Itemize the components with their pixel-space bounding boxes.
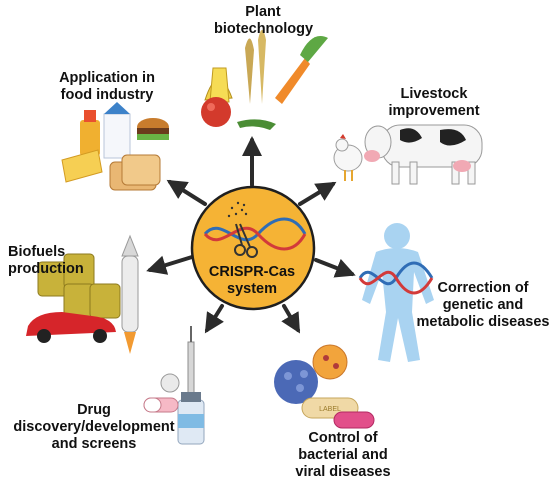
drug-discovery-icon — [143, 326, 205, 445]
label-crispr-cas-system: CRISPR-Cas system — [208, 264, 296, 297]
arrow-to-genetic — [314, 258, 356, 278]
food-industry-icon — [61, 102, 169, 191]
label-plant-biotechnology: Plant biotechnology — [214, 4, 314, 37]
label-biofuels-production: Biofuels production — [8, 244, 84, 277]
scissors-icon — [234, 223, 258, 258]
arrows — [146, 136, 356, 334]
label-genetic-metabolic-diseases: Correction of genetic and metabolic dise… — [416, 280, 550, 330]
arrow-to-drug — [204, 304, 224, 334]
human-body-icon — [358, 223, 434, 362]
arrow-to-livestock — [298, 181, 337, 206]
plant-biotech-icon — [201, 30, 328, 130]
particle-spray-icon — [227, 201, 248, 218]
livestock-icon — [333, 124, 483, 185]
dna-strand-red — [203, 226, 307, 251]
crispr-cas-center — [190, 185, 316, 311]
arrow-to-infection — [281, 304, 301, 334]
pathogens-icon: LABEL — [274, 344, 375, 429]
label-food-industry: Application in food industry — [59, 70, 155, 103]
label-livestock-improvement: Livestock improvement — [388, 86, 480, 119]
arrow-to-food — [166, 179, 207, 206]
capsule-label: LABEL — [319, 406, 341, 413]
dna-strand-red-body — [358, 270, 434, 295]
arrow-to-biofuels — [146, 255, 194, 275]
label-drug-discovery: Drug discovery/development and screens — [13, 402, 175, 452]
biofuels-icon — [26, 234, 139, 354]
label-bacterial-viral-diseases: Control of bacterial and viral diseases — [295, 430, 391, 480]
